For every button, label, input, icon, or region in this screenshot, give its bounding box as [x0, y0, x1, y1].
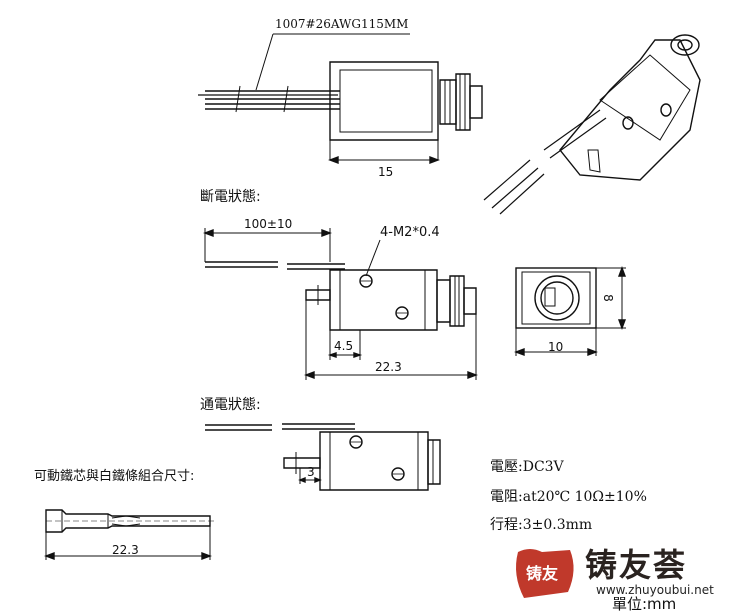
watermark-brand: 铸友荟: [585, 546, 688, 584]
top-view: [198, 33, 483, 165]
watermark-url: www.zhuyoubui.net: [596, 583, 714, 597]
dim-3-label: 3: [307, 465, 315, 479]
dim-10-label: 10: [548, 340, 564, 354]
end-view: [514, 266, 627, 357]
off-state-view: [203, 228, 478, 380]
dim-22-3-top-label: 22.3: [375, 360, 402, 374]
dim-8-label: 8: [600, 294, 615, 302]
on-state-view: [205, 423, 441, 491]
dim-15-label: 15: [378, 165, 394, 179]
unit-label: 單位:mm: [612, 595, 677, 611]
isometric-view: [483, 34, 701, 215]
dim-22-3-bottom-label: 22.3: [112, 543, 139, 557]
dim-4-5-label: 4.5: [334, 339, 354, 353]
wire-spec-label: 1007#26AWG115MM: [275, 17, 409, 31]
spec-stroke: 行程:3±0.3mm: [490, 517, 593, 533]
spec-voltage: 電壓:DC3V: [490, 459, 564, 475]
dim-100-label: 100±10: [244, 217, 293, 231]
plunger-assembly-title: 可動鐵芯與白鐵條組合尺寸:: [34, 469, 195, 484]
plunger-assembly-view: [44, 509, 216, 561]
off-state-title: 斷電狀態:: [200, 189, 261, 205]
on-state-title: 通電狀態:: [200, 397, 261, 413]
screw-holes-label: 4-M2*0.4: [380, 225, 440, 240]
watermark-logo-text: 铸友: [526, 564, 559, 583]
spec-resistance: 電阻:at20℃ 10Ω±10%: [490, 489, 647, 505]
watermark-logo-mark: [516, 549, 574, 598]
